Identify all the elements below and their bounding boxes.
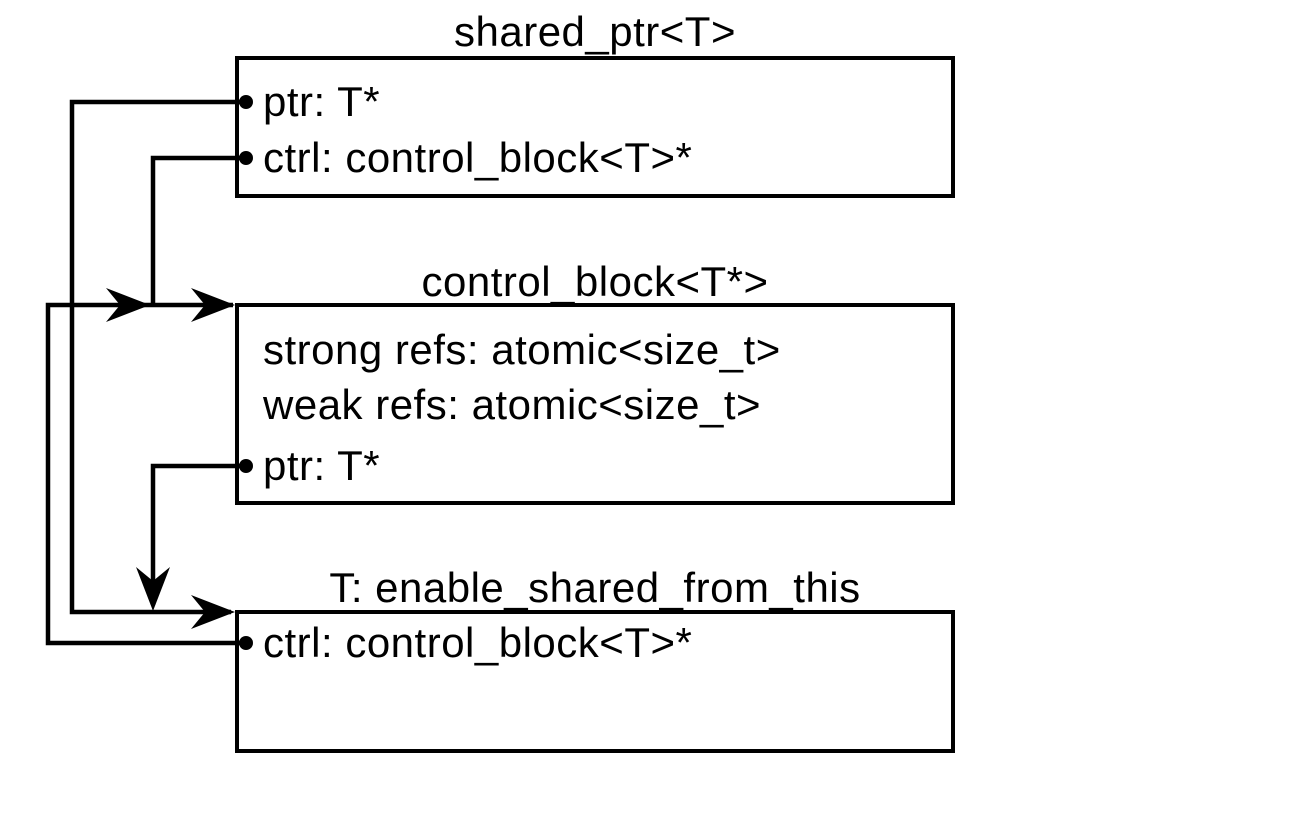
box-shared-ptr: [235, 56, 955, 198]
field-control-block-strong-refs: strong refs: atomic<size_t>: [263, 326, 781, 373]
field-control-block-weak-refs: weak refs: atomic<size_t>: [263, 381, 762, 428]
box-title-shared-ptr: shared_ptr<T>: [453, 8, 736, 55]
arrowhead-into-t-object-edge: [191, 595, 235, 629]
edge-control-block-ptr-to-t-object: [150, 463, 243, 605]
box-control-block: [235, 303, 955, 505]
field-shared-ptr-ptr: ptr: T*: [263, 78, 381, 125]
box-title-t-object: T: enable_shared_from_this: [329, 564, 861, 611]
arrowhead-into-control-block-mid: [106, 288, 150, 322]
edge-shared-ptr-ctrl-to-control-block: [150, 155, 243, 305]
arrowhead-into-control-block-edge: [191, 288, 235, 322]
box-t-object: [235, 610, 955, 753]
field-t-object-ctrl: ctrl: control_block<T>*: [263, 619, 693, 666]
box-title-control-block: control_block<T*>: [421, 258, 769, 305]
field-control-block-ptr: ptr: T*: [263, 442, 381, 489]
edge-t-object-ctrl-to-control-block: [45, 302, 243, 646]
arrowhead-down-into-t-object-top: [136, 567, 170, 611]
edge-shared-ptr-ptr-to-t-object: [69, 99, 243, 615]
field-shared-ptr-ctrl: ctrl: control_block<T>*: [263, 134, 693, 181]
